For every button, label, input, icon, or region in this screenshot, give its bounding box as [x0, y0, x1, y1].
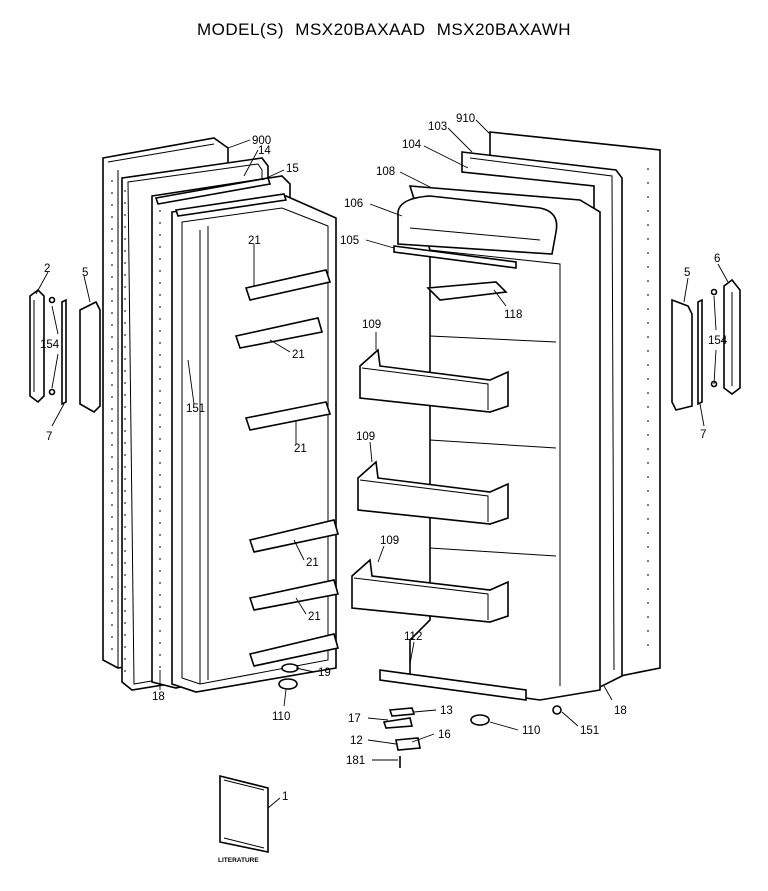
callout-103: 103 — [428, 121, 447, 133]
callout-151-right: 151 — [580, 725, 599, 737]
title-prefix: MODEL(S) — [196, 20, 285, 39]
callout-900: 900 — [252, 135, 271, 147]
callout-910: 910 — [456, 113, 475, 125]
callout-112: 112 — [404, 631, 422, 643]
callout-105: 105 — [340, 235, 359, 247]
callout-19: 19 — [318, 667, 331, 679]
callout-21-c: 21 — [294, 443, 307, 455]
callout-109-a: 109 — [362, 319, 381, 331]
callout-17: 17 — [348, 713, 361, 725]
callout-18-left: 18 — [152, 691, 165, 703]
callout-109-b: 109 — [356, 431, 375, 443]
callout-108: 108 — [376, 166, 395, 178]
leader-lines — [35, 119, 729, 809]
callout-6: 6 — [714, 253, 720, 265]
callout-labels: 900 14 15 21 21 21 21 21 2 5 154 7 151 1… — [40, 113, 728, 803]
model-number-1: MSX20BAXAAD — [295, 20, 426, 39]
callout-104: 104 — [402, 139, 422, 151]
callout-21-e: 21 — [308, 611, 321, 623]
callout-2: 2 — [44, 263, 50, 275]
door-shelf-rails — [234, 269, 340, 667]
left-handle-parts — [29, 288, 101, 413]
callout-5-left: 5 — [82, 267, 88, 279]
callout-1: 1 — [282, 791, 288, 803]
callout-12: 12 — [350, 735, 363, 747]
callout-18-right: 18 — [614, 705, 627, 717]
callout-15: 15 — [286, 163, 299, 175]
callout-21-b: 21 — [292, 349, 305, 361]
freezer-door-assembly — [102, 137, 340, 693]
callout-21-d: 21 — [306, 557, 319, 569]
literature-booklet: LITERATURE — [218, 774, 269, 864]
callout-110-right: 110 — [522, 725, 540, 737]
callout-5-right: 5 — [684, 267, 690, 279]
diagram-title: MODEL(S) MSX20BAXAAD MSX20BAXAWH — [0, 20, 768, 40]
literature-label: LITERATURE — [218, 857, 259, 864]
callout-21-a: 21 — [248, 235, 261, 247]
hinge-hardware — [382, 707, 490, 768]
callout-14: 14 — [258, 145, 271, 157]
callout-181: 181 — [346, 755, 365, 767]
callout-16: 16 — [438, 729, 451, 741]
right-handle-parts — [671, 278, 741, 411]
callout-106: 106 — [344, 198, 363, 210]
callout-110-left: 110 — [272, 711, 290, 723]
callout-7-right: 7 — [700, 429, 706, 441]
callout-154-right: 154 — [708, 335, 728, 347]
door-shelf-bins — [351, 348, 509, 623]
callout-13: 13 — [440, 705, 453, 717]
model-number-2: MSX20BAXAWH — [436, 20, 572, 39]
fresh-food-door-assembly — [351, 131, 661, 715]
callout-151-left: 151 — [186, 403, 205, 415]
callout-7-left: 7 — [46, 431, 52, 443]
callout-109-c: 109 — [380, 535, 399, 547]
callout-154-left: 154 — [40, 339, 60, 351]
callout-118: 118 — [504, 309, 522, 321]
